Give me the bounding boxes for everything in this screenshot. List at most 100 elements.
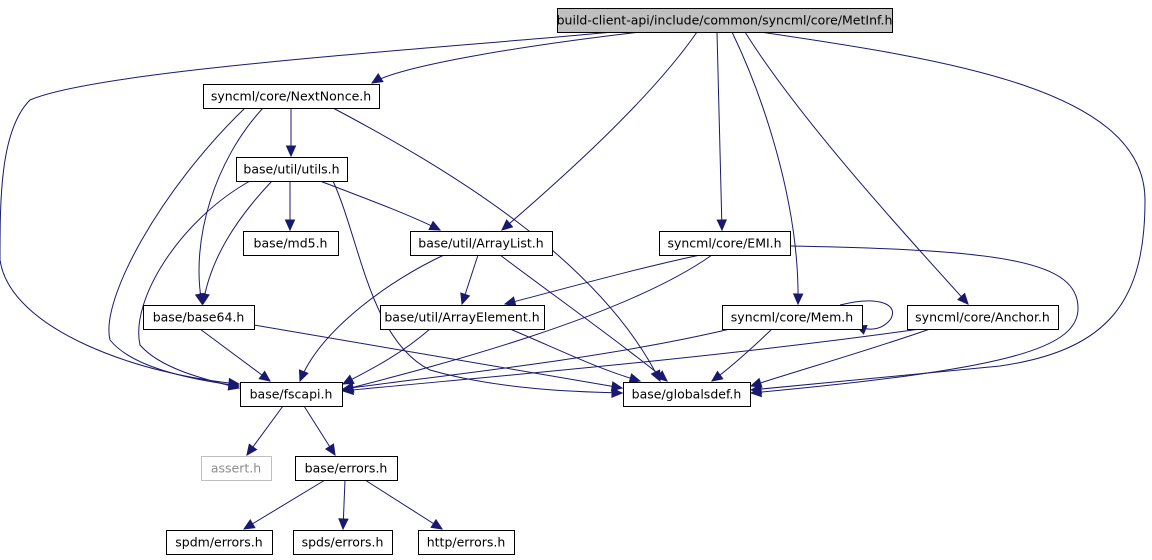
edge-line [243, 479, 326, 530]
node-globalsdef[interactable]: base/globalsdef.h [623, 382, 751, 407]
edge-line [202, 180, 273, 305]
node-box [659, 231, 791, 256]
edge-utils-to-globalsdef [332, 180, 624, 399]
edge-arraylist-to-fscapi [298, 254, 445, 383]
edge-line [199, 328, 271, 382]
node-label: base/errors.h [305, 461, 388, 476]
node-box [203, 84, 380, 109]
edge-arraylist-to-globalsdef [499, 254, 668, 382]
arrowhead-icon [610, 381, 624, 392]
arrowhead-icon [258, 370, 271, 382]
node-emi[interactable]: syncml/core/EMI.h [659, 231, 791, 256]
edge-line [371, 31, 641, 84]
node-spdserrors[interactable]: spds/errors.h [293, 530, 393, 555]
edge-fscapi-to-assert [246, 405, 284, 456]
edge-line [750, 31, 1146, 391]
edge-errors-to-spdserrors [338, 479, 349, 531]
edge-line [750, 328, 931, 387]
node-arrayelement[interactable]: base/util/ArrayElement.h [380, 305, 545, 330]
node-label: base/util/utils.h [243, 162, 339, 177]
node-box [236, 157, 348, 182]
edge-metinf-to-nextnonce [370, 31, 641, 84]
edge-line [138, 180, 251, 389]
edge-errors-to-httperrors [364, 479, 444, 530]
edge-base64-to-fscapi [199, 328, 271, 382]
node-label: base/globalsdef.h [632, 387, 742, 402]
edge-line [319, 180, 441, 231]
node-box [410, 231, 553, 256]
arrowhead-icon [246, 443, 258, 456]
edge-line [501, 31, 698, 231]
node-md5[interactable]: base/md5.h [243, 231, 339, 256]
edge-anchor-to-globalsdef [749, 328, 931, 388]
edge-utils-to-base64 [199, 180, 273, 306]
edge-arraylist-to-arrayelement [460, 254, 479, 306]
node-box [418, 530, 515, 555]
edge-base64-to-globalsdef [253, 324, 624, 392]
edge-line [342, 328, 731, 390]
edge-line [0, 31, 614, 385]
edge-line [839, 300, 893, 330]
edge-nextnonce-to-utils [285, 108, 297, 158]
node-nextnonce[interactable]: syncml/core/NextNonce.h [203, 84, 380, 109]
edge-line [744, 31, 969, 305]
edge-metinf-to-globalsdef [749, 31, 1146, 395]
arrowhead-icon [430, 518, 444, 530]
node-base64[interactable]: base/base64.h [143, 305, 255, 330]
edge-line [342, 254, 713, 391]
edge-emi-to-globalsdef [749, 245, 1079, 398]
node-spdmerrors[interactable]: spdm/errors.h [166, 530, 273, 555]
arrowhead-icon [284, 219, 296, 232]
arrowhead-icon [324, 443, 336, 457]
node-fscapi[interactable]: base/fscapi.h [240, 382, 343, 407]
node-httperrors[interactable]: http/errors.h [418, 530, 515, 555]
arrowhead-icon [628, 373, 642, 384]
edge-metinf-to-arraylist [501, 31, 698, 231]
edge-metinf-to-emi [716, 31, 728, 232]
node-label: base/fscapi.h [250, 387, 333, 402]
arrowhead-icon [460, 292, 471, 306]
node-label: http/errors.h [427, 535, 506, 550]
node-label: spdm/errors.h [175, 535, 262, 550]
arrowhead-icon [341, 384, 354, 396]
edge-arrayelement-to-fscapi [341, 328, 431, 385]
node-box [295, 456, 398, 481]
node-metinf[interactable]: build-client-api/include/common/syncml/c… [557, 8, 893, 33]
node-anchor[interactable]: syncml/core/Anchor.h [907, 305, 1059, 330]
edge-line [299, 254, 445, 382]
arrowhead-icon [716, 219, 728, 232]
edge-metinf-to-anchor [744, 31, 969, 305]
arrowhead-icon [749, 377, 763, 388]
node-label: spds/errors.h [302, 535, 384, 550]
arrowhead-icon [428, 220, 442, 231]
node-box [557, 8, 893, 33]
arrowhead-icon [749, 386, 762, 398]
node-box [293, 530, 393, 555]
arrowhead-icon [503, 296, 517, 307]
edge-fscapi-to-errors [303, 405, 336, 457]
edge-emi-to-arrayelement [503, 254, 701, 307]
node-mem[interactable]: syncml/core/Mem.h [722, 305, 863, 330]
node-box [722, 305, 863, 330]
node-assert: assert.h [201, 456, 272, 481]
edge-line [332, 107, 661, 382]
arrowhead-icon [227, 380, 241, 391]
node-label: base/base64.h [153, 310, 245, 325]
edge-line [711, 328, 773, 382]
node-utils[interactable]: base/util/utils.h [236, 157, 348, 182]
node-errors[interactable]: base/errors.h [295, 456, 398, 481]
node-box [243, 231, 339, 256]
edge-metinf-to-mem [731, 31, 804, 306]
nodes-layer: build-client-api/include/common/syncml/c… [143, 8, 1059, 555]
node-label: syncml/core/NextNonce.h [211, 89, 371, 104]
arrowhead-icon [199, 292, 210, 306]
edge-utils-to-md5 [284, 181, 296, 232]
node-label: base/util/ArrayElement.h [384, 310, 539, 325]
node-label: base/util/ArrayList.h [418, 236, 543, 251]
node-arraylist[interactable]: base/util/ArrayList.h [410, 231, 553, 256]
arrowhead-icon [370, 73, 384, 84]
edge-line [750, 245, 1079, 394]
edge-line [716, 31, 723, 231]
edge-line [731, 31, 799, 305]
